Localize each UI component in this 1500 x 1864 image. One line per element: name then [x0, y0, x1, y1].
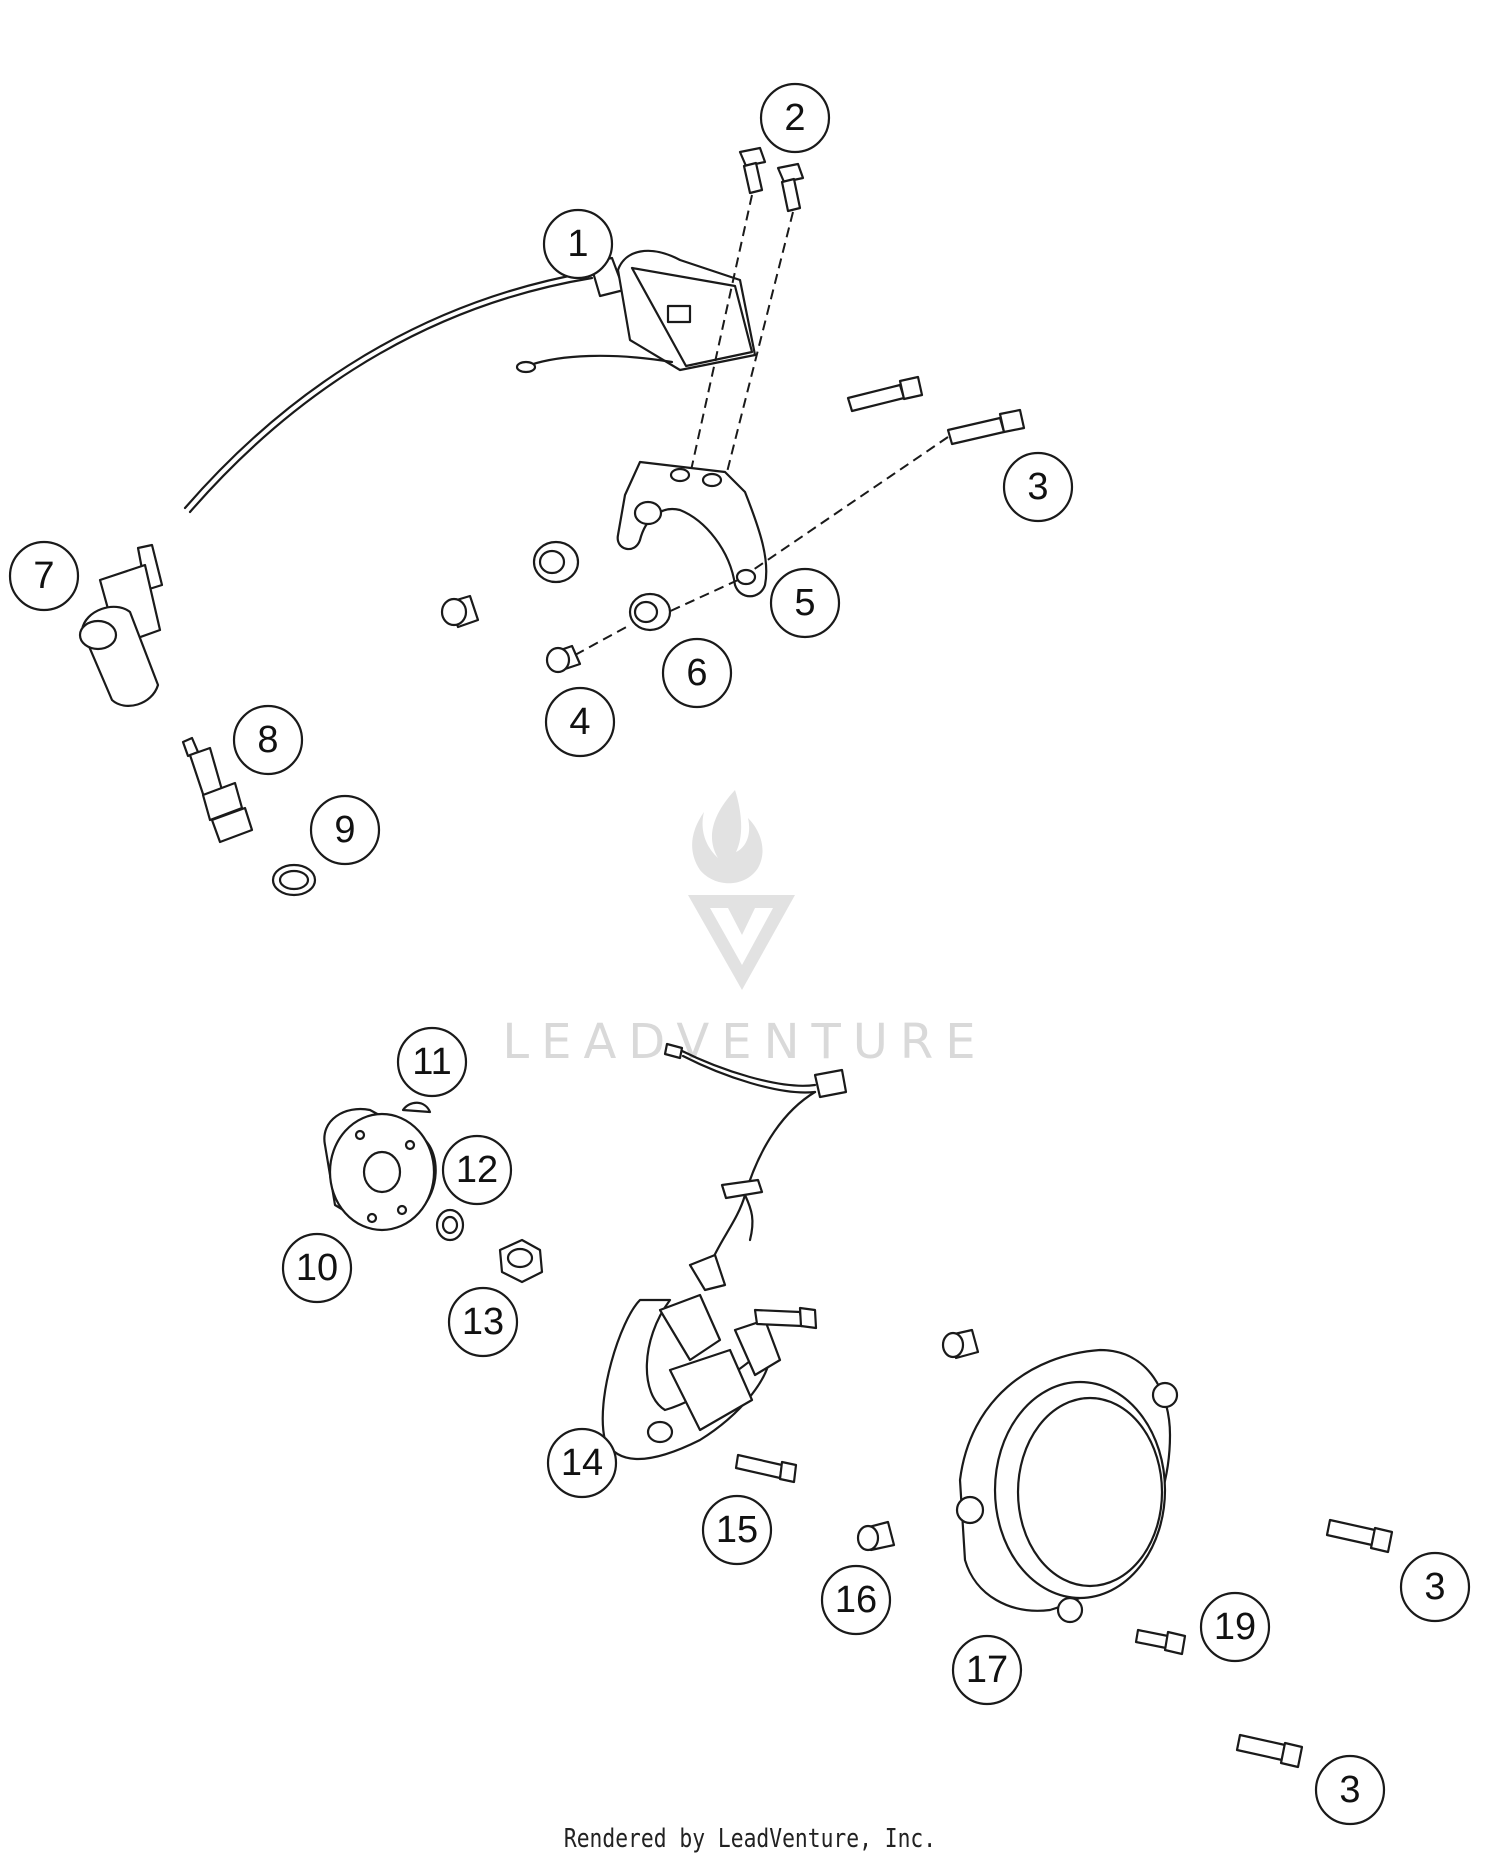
coil-bracket: [616, 460, 768, 598]
svg-text:15: 15: [716, 1509, 758, 1551]
callout-15: 15: [701, 1494, 773, 1566]
callout-14: 14: [546, 1427, 618, 1499]
svg-text:10: 10: [296, 1247, 338, 1289]
callout-5: 5: [769, 567, 841, 639]
spark-plug-cap: [78, 543, 164, 707]
callout-16: 16: [820, 1564, 892, 1636]
ignition-cover: [955, 1348, 1179, 1624]
cover-screw: [1134, 1628, 1187, 1656]
svg-text:12: 12: [456, 1149, 498, 1191]
callout-19: 19: [1199, 1591, 1271, 1663]
svg-text:3: 3: [1424, 1566, 1445, 1608]
svg-text:9: 9: [334, 809, 355, 851]
svg-text:11: 11: [412, 1041, 451, 1083]
watermark-text: LEADVENTURE: [502, 1014, 987, 1070]
svg-text:7: 7: [33, 555, 54, 597]
watermark-v-logo-icon: [688, 895, 795, 990]
svg-text:4: 4: [569, 701, 590, 743]
callout-7: 7: [8, 540, 80, 612]
svg-text:3: 3: [1027, 466, 1048, 508]
stator: [601, 1042, 848, 1461]
cover-bolts: [1235, 1518, 1394, 1769]
callout-3-cover-upper: 3: [1399, 1551, 1471, 1623]
svg-text:19: 19: [1214, 1606, 1256, 1648]
svg-text:1: 1: [567, 223, 588, 265]
woodruff-key: [401, 1101, 432, 1114]
svg-text:2: 2: [784, 97, 805, 139]
svg-text:13: 13: [462, 1301, 504, 1343]
sealing-ring: [271, 863, 317, 897]
svg-text:5: 5: [794, 582, 815, 624]
coil-bolts: [689, 146, 805, 481]
svg-text:8: 8: [257, 719, 278, 761]
stator-screws: [734, 1306, 818, 1484]
svg-text:16: 16: [835, 1579, 877, 1621]
callout-2: 2: [759, 82, 831, 154]
callout-12: 12: [441, 1134, 513, 1206]
watermark: LEADVENTURE: [502, 790, 987, 1070]
footer-credit: Rendered by LeadVenture, Inc.: [563, 1824, 937, 1854]
dowels: [856, 1328, 980, 1552]
svg-text:14: 14: [561, 1442, 603, 1484]
callout-10: 10: [281, 1232, 353, 1304]
grommets-sleeves: [440, 540, 672, 674]
callout-17: 17: [951, 1634, 1023, 1706]
flywheel: [323, 1107, 437, 1232]
svg-text:6: 6: [686, 652, 707, 694]
callout-8: 8: [232, 704, 304, 776]
callout-9: 9: [309, 794, 381, 866]
svg-text:17: 17: [966, 1649, 1008, 1691]
callout-3: 3: [1002, 451, 1074, 523]
flywheel-nut: [498, 1238, 544, 1284]
callout-3-cover-lower: 3: [1314, 1754, 1386, 1826]
callout-6: 6: [661, 637, 733, 709]
watermark-flame-icon: [692, 790, 763, 884]
svg-text:3: 3: [1339, 1769, 1360, 1811]
callout-4: 4: [544, 686, 616, 758]
spark-plug: [181, 736, 254, 844]
washer: [435, 1208, 465, 1242]
callout-13: 13: [447, 1286, 519, 1358]
callout-11: 11: [396, 1026, 468, 1098]
callout-1: 1: [542, 208, 614, 280]
